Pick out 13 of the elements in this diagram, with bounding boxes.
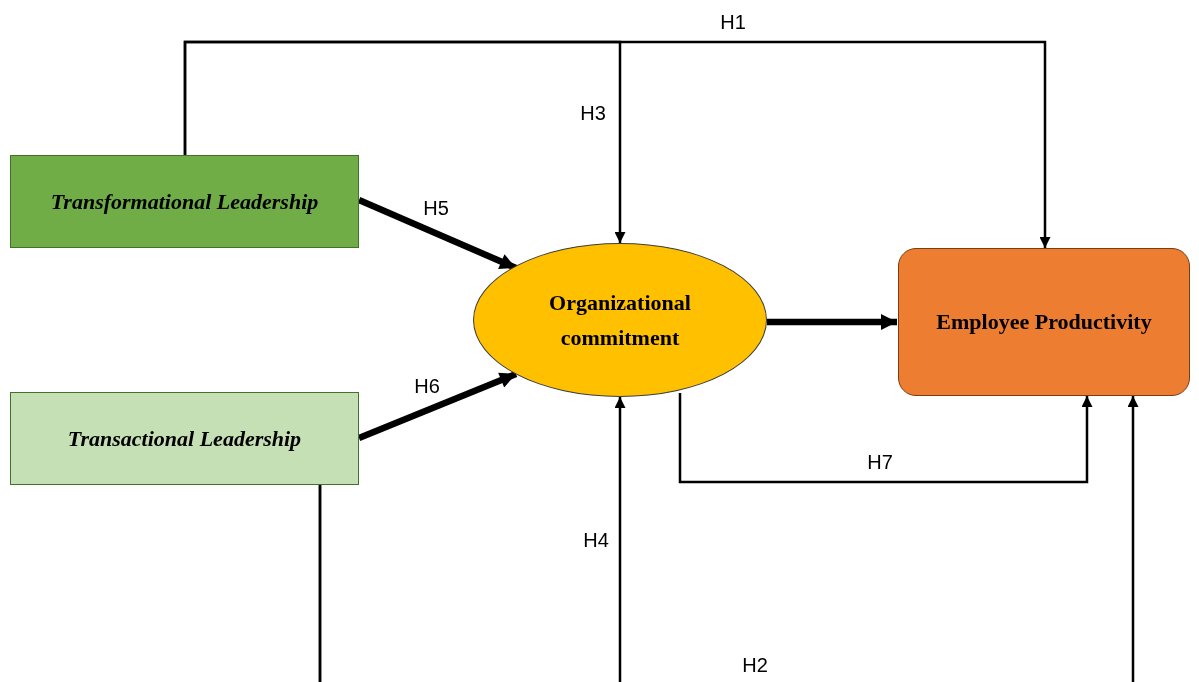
arrow (318, 396, 1139, 682)
node-label: Transactional Leadership (66, 424, 303, 453)
process-box (10, 155, 359, 248)
rounded-box (898, 248, 1190, 396)
arrow (183, 40, 626, 243)
node-label: Organizational commitment (548, 288, 692, 352)
node-label: Transformational Leadership (49, 187, 320, 216)
arrow (357, 371, 518, 441)
node-label: Employee Productivity (935, 308, 1153, 337)
arrow (357, 197, 518, 271)
arrow (767, 314, 897, 330)
arrow (678, 393, 1093, 484)
process-box (10, 392, 359, 485)
